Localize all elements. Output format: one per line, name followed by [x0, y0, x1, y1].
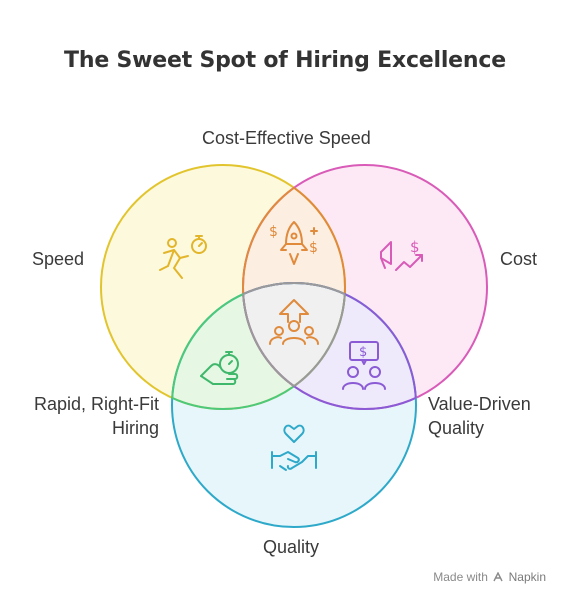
napkin-logo-icon [493, 571, 503, 582]
megaphone-dollar-growth-icon: $ [380, 238, 423, 271]
hand-stopwatch-icon [200, 351, 239, 385]
cost-effective-speed-label: Cost-Effective Speed [202, 128, 371, 148]
footer-brand: Napkin [508, 570, 546, 584]
svg-text:$: $ [269, 224, 278, 240]
svg-text:$: $ [359, 345, 367, 360]
diagram-title: The Sweet Spot of Hiring Excellence [64, 48, 506, 73]
quality-label: Quality [263, 537, 320, 557]
people-dollar-chat-icon: $ [342, 341, 386, 390]
svg-text:$: $ [309, 240, 318, 256]
cost-label: Cost [500, 249, 538, 269]
rocket-dollar-icon: $ $ [269, 221, 318, 265]
heart-handshake-icon [271, 424, 317, 471]
footer-prefix: Made with [433, 570, 488, 584]
svg-text:$: $ [410, 238, 420, 256]
running-person-stopwatch-icon [159, 235, 207, 279]
speed-label: Speed [32, 249, 85, 269]
value-driven-quality-label: Value-Driven Quality [428, 392, 531, 440]
rapid-right-fit-hiring-label: Rapid, Right-Fit Hiring [34, 392, 159, 440]
rapid-right-fit-hiring-line1: Rapid, Right-Fit [33, 394, 159, 414]
value-driven-quality-line2: Quality [428, 418, 485, 438]
rapid-right-fit-hiring-line2: Hiring [111, 418, 159, 438]
made-with-napkin-footer[interactable]: Made with Napkin [433, 570, 546, 584]
team-growth-arrow-icon [269, 299, 319, 345]
value-driven-quality-line1: Value-Driven [428, 394, 531, 414]
